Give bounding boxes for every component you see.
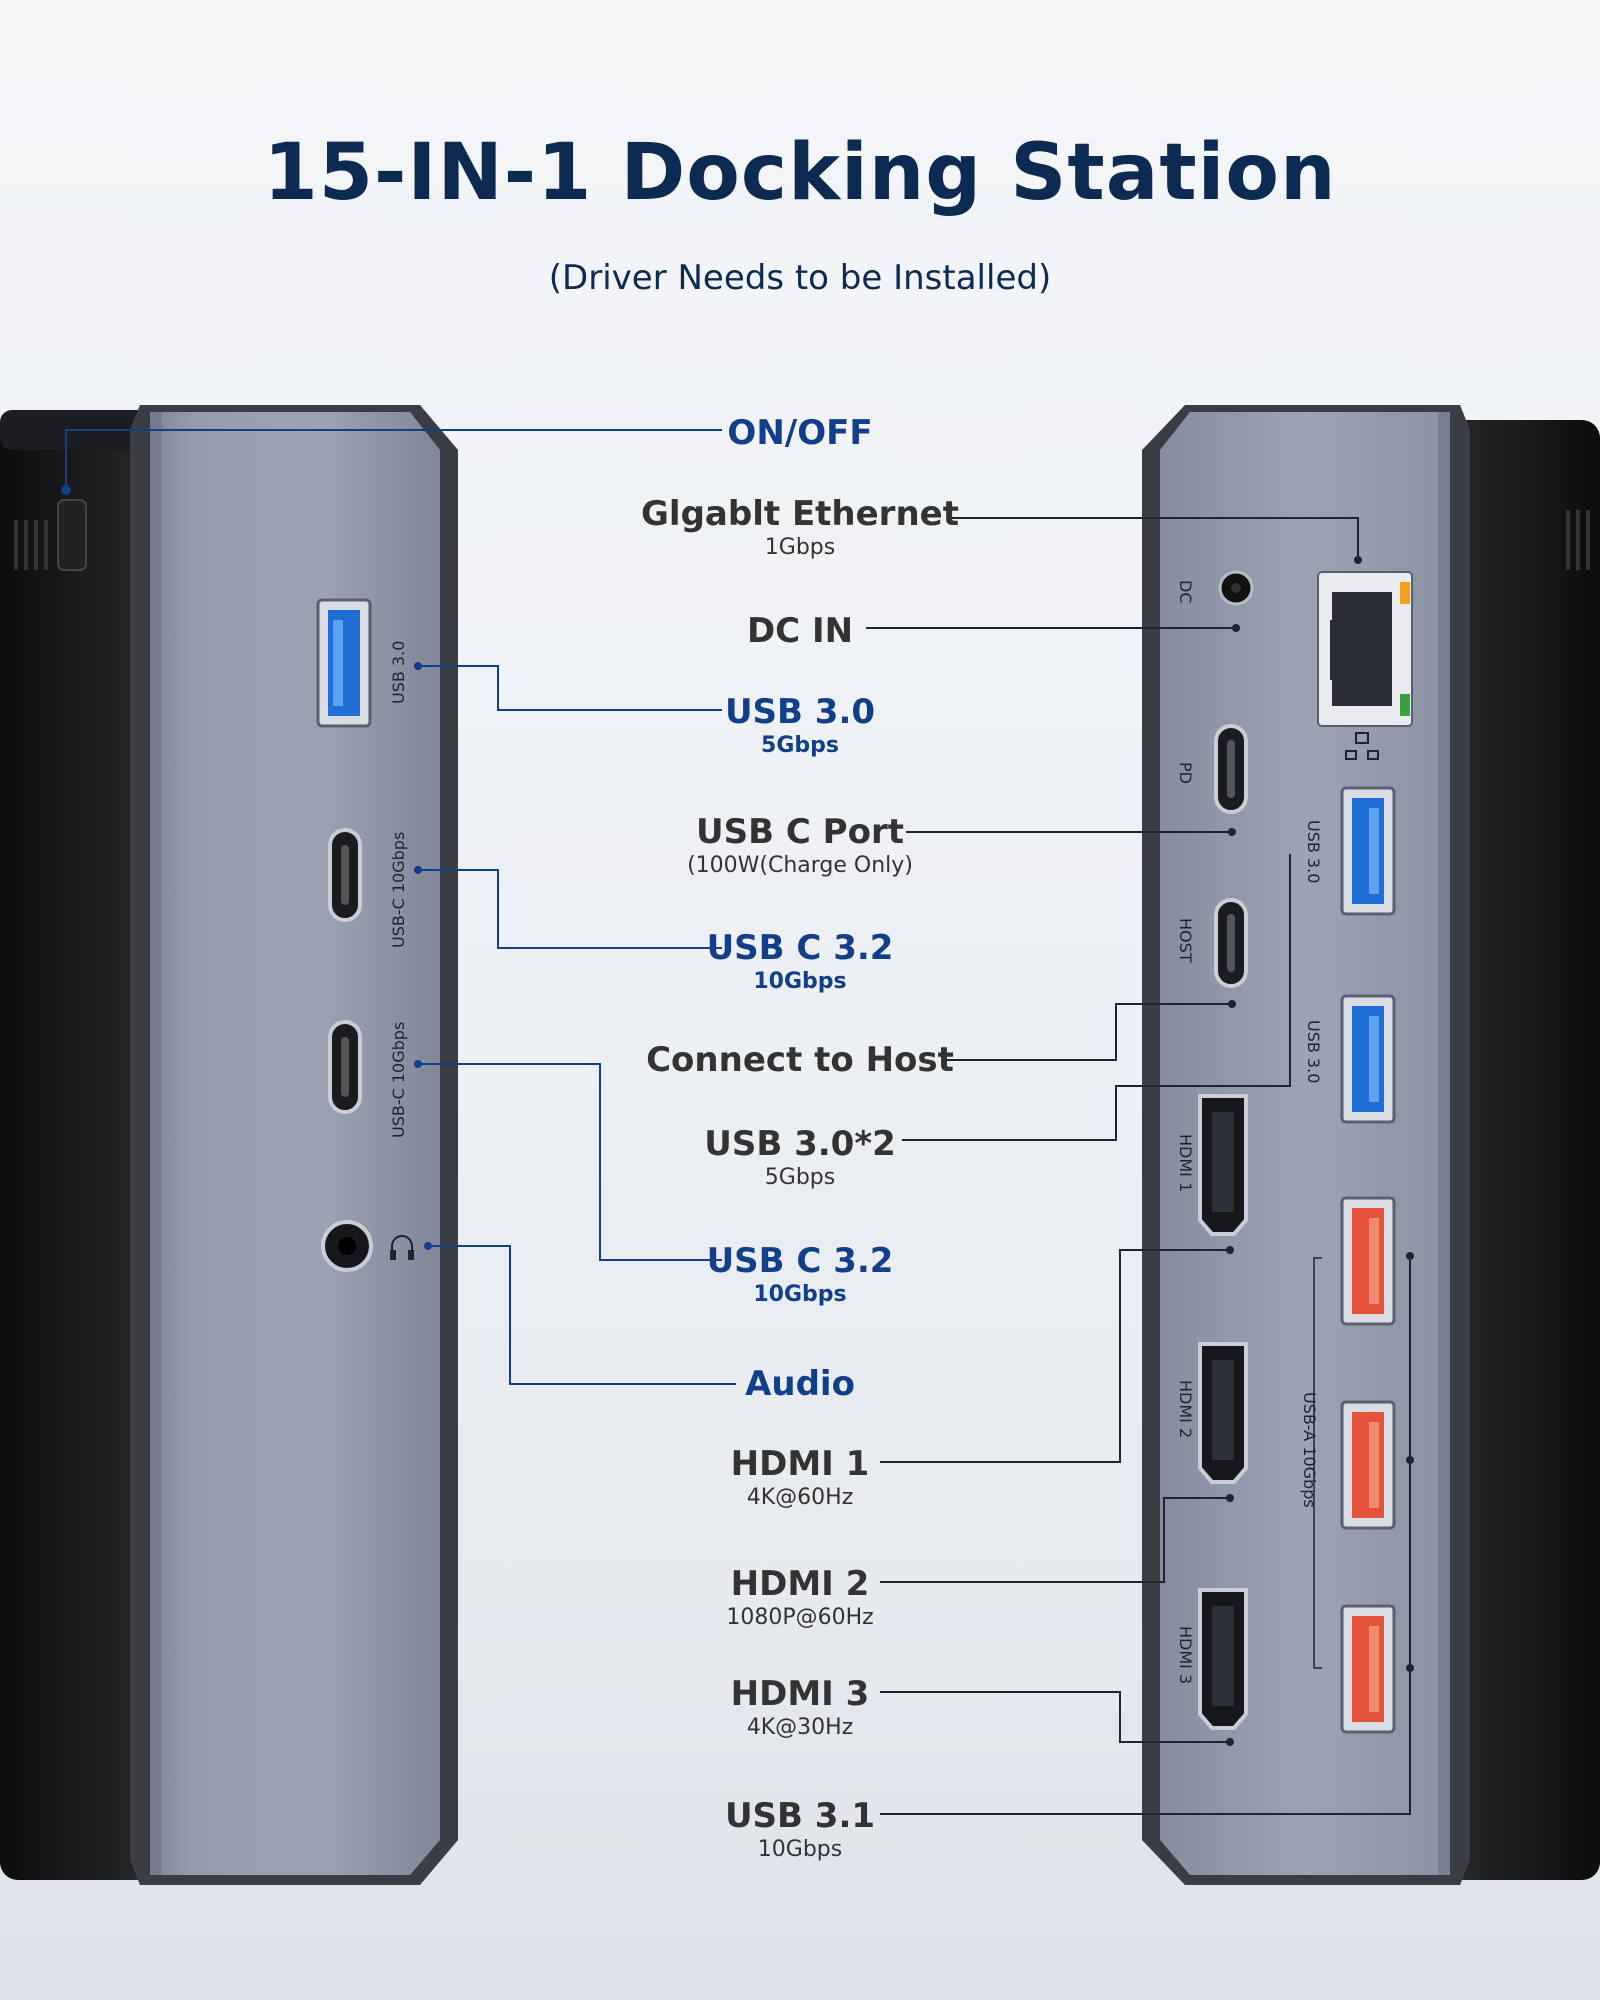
label-onoff: ON/OFF: [600, 413, 1000, 453]
left-usbc2-text: USB-C 10Gbps: [389, 1022, 408, 1138]
callout-line-usb31: [880, 1256, 1411, 1815]
network-icon: [1345, 732, 1379, 760]
label-usb30x2-main: USB 3.0*2: [704, 1124, 896, 1164]
callout-line-onoff: [65, 429, 722, 486]
callout-dots: [414, 556, 1414, 1746]
label-ethernet: Glgablt Ethernet 1Gbps: [600, 494, 1000, 562]
hdmi-port-1[interactable]: [1198, 1094, 1248, 1236]
usb-a-port-1[interactable]: [1340, 1196, 1396, 1326]
ethernet-port[interactable]: [1317, 571, 1413, 727]
vent-grille: [14, 520, 48, 570]
label-usbcport-main: USB C Port: [696, 812, 904, 852]
label-ethernet-sub: 1Gbps: [764, 535, 836, 560]
label-hdmi2-main: HDMI 2: [730, 1564, 870, 1604]
label-usb30x2: USB 3.0*2 5Gbps: [600, 1124, 1000, 1192]
label-dcin-main: DC IN: [746, 611, 854, 651]
pd-usbc-port[interactable]: [1214, 724, 1248, 814]
label-onoff-main: ON/OFF: [727, 413, 873, 453]
usba-text: USB-A 10Gbps: [1300, 1392, 1319, 1508]
hdmi3-text: HDMI 3: [1176, 1626, 1195, 1684]
label-hdmi2-sub: 1080P@60Hz: [726, 1605, 874, 1630]
right-usb30-port-2[interactable]: [1340, 994, 1396, 1124]
label-usbc32a-sub: 10Gbps: [753, 969, 847, 994]
right-usb30a-text: USB 3.0: [1304, 820, 1323, 883]
host-usbc-port[interactable]: [1214, 898, 1248, 988]
label-usbcport-sub: (100W(Charge Only): [687, 853, 913, 878]
label-usb30x2-sub: 5Gbps: [764, 1165, 836, 1190]
callout-line-hdmi1: [880, 1249, 1230, 1463]
label-hdmi1-sub: 4K@60Hz: [746, 1485, 854, 1510]
label-audio-main: Audio: [745, 1364, 855, 1404]
label-usbc32a: USB C 3.2 10Gbps: [600, 928, 1000, 996]
callout-line-hdmi2: [880, 1497, 1230, 1583]
callout-line-hdmi3: [880, 1691, 1230, 1743]
page-subtitle: (Driver Needs to be Installed): [548, 258, 1052, 298]
usb-a-group-bracket: [1313, 1257, 1322, 1669]
callout-line-usb30x2: [902, 854, 1291, 1141]
label-usb31: USB 3.1 10Gbps: [600, 1796, 1000, 1864]
label-host-main: Connect to Host: [646, 1040, 954, 1080]
left-dock-device: [0, 405, 458, 1885]
label-usbc32a-main: USB C 3.2: [706, 928, 894, 968]
label-hdmi3-main: HDMI 3: [730, 1674, 870, 1714]
label-usbcport: USB C Port (100W(Charge Only): [600, 812, 1000, 880]
hdmi-port-2[interactable]: [1198, 1342, 1248, 1484]
vent-grille: [1566, 510, 1590, 570]
label-usbc32b-sub: 10Gbps: [753, 1282, 847, 1307]
callout-line-host: [946, 1003, 1232, 1061]
label-usbc32b: USB C 3.2 10Gbps: [600, 1241, 1000, 1309]
host-text: HOST: [1176, 918, 1195, 963]
callout-lines: [65, 429, 1411, 1815]
dc-in-port[interactable]: [1218, 570, 1254, 606]
right-usb30b-text: USB 3.0: [1304, 1020, 1323, 1083]
label-hdmi2: HDMI 2 1080P@60Hz: [600, 1564, 1000, 1632]
power-switch[interactable]: [57, 499, 87, 571]
label-hdmi1: HDMI 1 4K@60Hz: [600, 1444, 1000, 1512]
dc-text: DC: [1176, 580, 1195, 604]
headphone-icon: [390, 1235, 414, 1260]
label-ethernet-main: Glgablt Ethernet: [641, 494, 959, 534]
power-switch-pointer-dot: [61, 485, 71, 495]
label-audio: Audio: [600, 1364, 1000, 1404]
left-usbc-port-2[interactable]: [328, 1020, 362, 1114]
label-usb30-sub: 5Gbps: [761, 733, 839, 758]
label-hdmi1-main: HDMI 1: [730, 1444, 870, 1484]
pd-text: PD: [1176, 762, 1195, 784]
right-usb30-port-1[interactable]: [1340, 786, 1396, 916]
label-usb31-sub: 10Gbps: [757, 1837, 843, 1862]
left-usb30-text: USB 3.0: [389, 641, 408, 704]
left-usbc-port-1[interactable]: [328, 828, 362, 922]
callout-line-ethernet: [952, 517, 1359, 560]
callout-line-usb30: [418, 665, 722, 711]
hdmi2-text: HDMI 2: [1176, 1380, 1195, 1438]
label-usb30-main: USB 3.0: [724, 692, 876, 732]
usb-a-port-2[interactable]: [1340, 1400, 1396, 1530]
callout-line-audio: [428, 1245, 736, 1385]
callout-line-usbc32b: [418, 1063, 722, 1261]
hdmi-port-3[interactable]: [1198, 1588, 1248, 1730]
left-audio-jack[interactable]: [321, 1220, 373, 1272]
label-usb30: USB 3.0 5Gbps: [600, 692, 1000, 760]
label-dcin: DC IN: [600, 611, 1000, 651]
label-hdmi3-sub: 4K@30Hz: [746, 1715, 854, 1740]
left-usbc1-text: USB-C 10Gbps: [389, 832, 408, 948]
label-host: Connect to Host: [600, 1040, 1000, 1080]
label-hdmi3: HDMI 3 4K@30Hz: [600, 1674, 1000, 1742]
label-usb31-main: USB 3.1: [724, 1796, 876, 1836]
left-usb30-port[interactable]: [316, 598, 372, 728]
label-usbc32b-main: USB C 3.2: [706, 1241, 894, 1281]
usb-a-port-3[interactable]: [1340, 1604, 1396, 1734]
callout-line-usbc32a: [418, 869, 722, 949]
hdmi1-text: HDMI 1: [1176, 1134, 1195, 1192]
page-title: 15-IN-1 Docking Station: [263, 128, 1337, 218]
